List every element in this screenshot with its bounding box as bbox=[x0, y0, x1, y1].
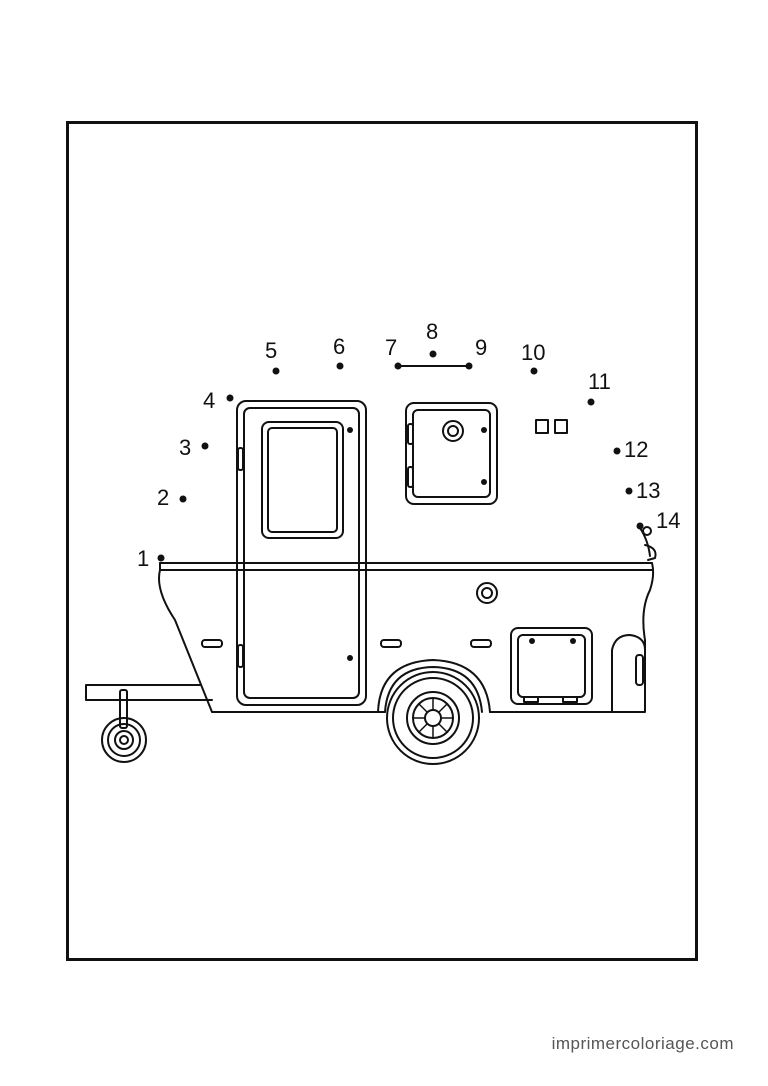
dot-11[interactable] bbox=[587, 398, 595, 406]
dot-label-3: 3 bbox=[179, 435, 191, 460]
dot-label-10: 10 bbox=[521, 340, 545, 365]
dot-label-13: 13 bbox=[636, 478, 660, 503]
page-frame bbox=[66, 121, 698, 961]
dot-4[interactable] bbox=[226, 394, 234, 402]
site-credit: imprimercoloriage.com bbox=[551, 1034, 734, 1053]
storage-hatch bbox=[510, 627, 593, 705]
dot-10[interactable] bbox=[530, 367, 538, 375]
dot-label-2: 2 bbox=[157, 485, 169, 510]
dot-8[interactable] bbox=[429, 350, 437, 358]
numbered-dots: 1 2 3 4 5 6 7 8 9 10 11 12 13 14 bbox=[137, 319, 680, 571]
vents bbox=[535, 419, 568, 434]
dot-2[interactable] bbox=[179, 495, 187, 503]
trailer-body bbox=[158, 526, 657, 713]
jockey-wheel bbox=[101, 689, 147, 763]
dot-9[interactable] bbox=[465, 362, 473, 370]
dot-label-14: 14 bbox=[656, 508, 680, 533]
main-wheel bbox=[377, 659, 491, 765]
dot-12[interactable] bbox=[613, 447, 621, 455]
dot-label-6: 6 bbox=[333, 334, 345, 359]
dot-label-4: 4 bbox=[203, 388, 215, 413]
side-window bbox=[405, 402, 498, 505]
dot-6[interactable] bbox=[336, 362, 344, 370]
dot-3[interactable] bbox=[201, 442, 209, 450]
dot-5[interactable] bbox=[272, 367, 280, 375]
dot-label-9: 9 bbox=[475, 335, 487, 360]
dot-label-8: 8 bbox=[426, 319, 438, 344]
dot-7[interactable] bbox=[394, 362, 402, 370]
dot-14[interactable] bbox=[636, 522, 644, 530]
dot-label-7: 7 bbox=[385, 335, 397, 360]
tow-bar bbox=[85, 684, 213, 701]
dot-1[interactable] bbox=[157, 554, 165, 562]
entry-door bbox=[236, 400, 367, 706]
dot-13[interactable] bbox=[625, 487, 633, 495]
dot-label-11: 11 bbox=[588, 369, 611, 394]
dot-label-5: 5 bbox=[265, 338, 277, 363]
dot-label-1: 1 bbox=[137, 546, 149, 571]
dot-label-12: 12 bbox=[624, 437, 648, 462]
